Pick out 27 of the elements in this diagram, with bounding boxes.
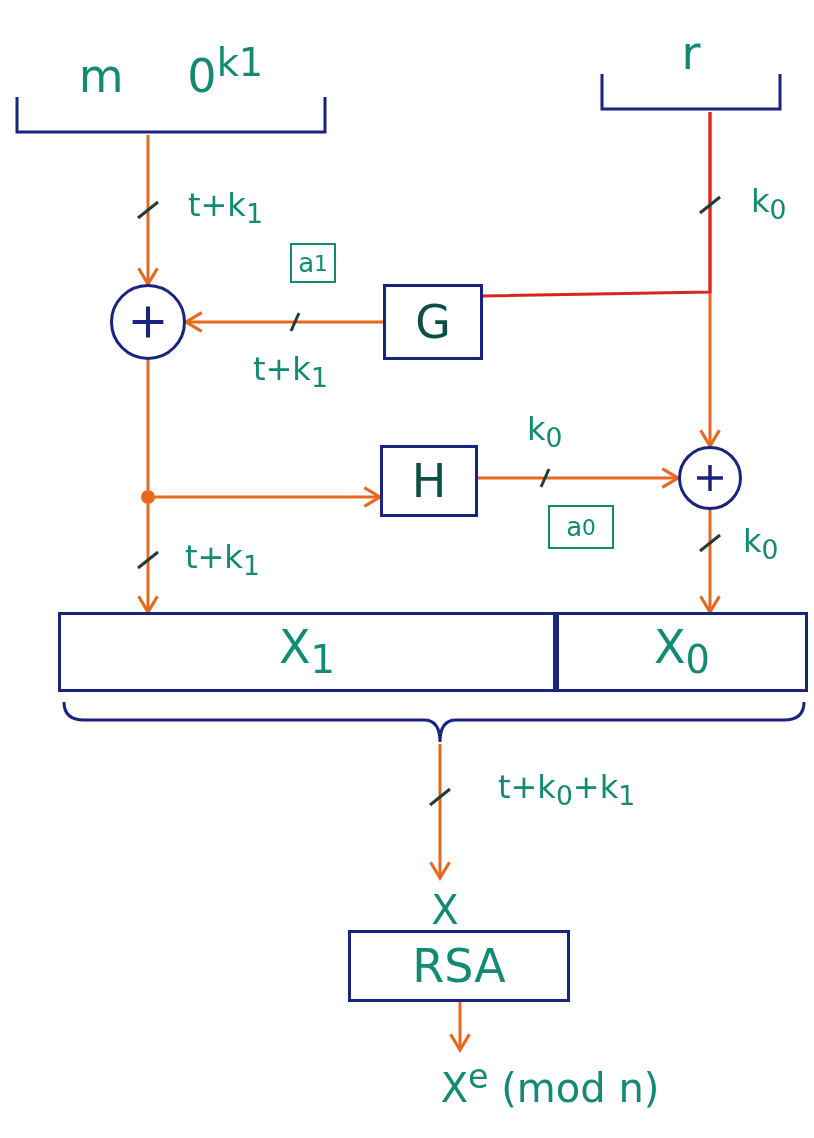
arrow [137, 135, 159, 286]
junction-dot [141, 490, 155, 504]
process-box [348, 930, 570, 1002]
box-label: X$_{1}$ [279, 624, 335, 680]
box-label: X$_{0}$ [654, 624, 710, 680]
box-label: H [411, 458, 447, 504]
process-box [58, 612, 556, 692]
arrow [478, 467, 680, 489]
arrow [155, 486, 382, 508]
connector-line [146, 360, 150, 490]
process-box [380, 445, 478, 517]
process-box [383, 284, 483, 360]
variable-label: m [78, 53, 124, 99]
variable-label: X [420, 878, 470, 922]
arrow [429, 744, 451, 880]
box-label: G [415, 299, 451, 345]
arrow [699, 510, 721, 614]
box-label: RSA [412, 943, 506, 989]
xor-circle [678, 446, 742, 510]
arrow [184, 311, 383, 333]
arrow [449, 1002, 471, 1052]
connector-line [482, 112, 712, 298]
process-box [556, 612, 808, 692]
variable-label: X$^{e}$ (mod n) [380, 1050, 720, 1126]
variable-label: 0$^{k1}$ [187, 43, 264, 99]
arrow [137, 504, 159, 614]
variable-label: r [681, 30, 701, 76]
